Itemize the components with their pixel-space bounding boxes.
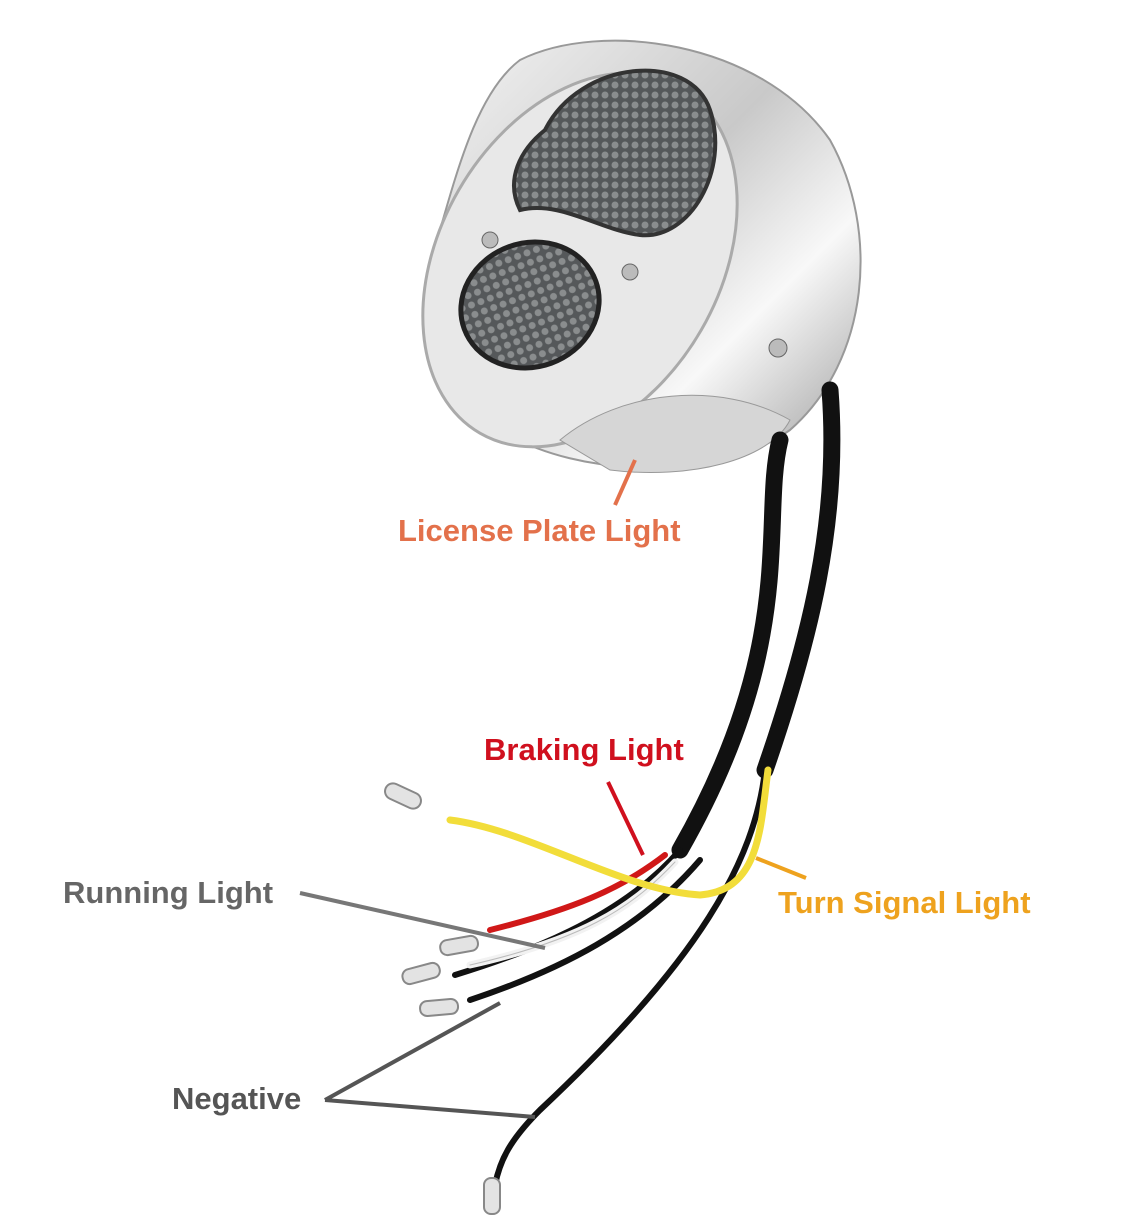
braking-label: Braking Light: [484, 732, 684, 767]
bullet-connectors: [384, 782, 501, 1215]
running-lens: [458, 239, 602, 371]
brake-lens: [512, 68, 718, 238]
license-plate-leader: [613, 459, 637, 506]
negative-label: Negative: [172, 1081, 301, 1116]
braking-leader: [606, 781, 645, 856]
turn-signal-leader: [755, 856, 807, 880]
wires: [446, 766, 772, 969]
negative-leader-1: [324, 1001, 501, 1102]
screw-icon: [481, 231, 499, 249]
cables: [452, 381, 841, 1188]
license-plate-lens: [559, 394, 791, 473]
license-plate-label: License Plate Light: [398, 513, 681, 548]
running-leader: [299, 891, 546, 950]
running-label: Running Light: [63, 875, 273, 910]
screw-icon: [768, 338, 788, 358]
negative-leader-2: [324, 1098, 536, 1119]
screw-icon: [621, 263, 639, 281]
tail-light-housing: [421, 39, 862, 473]
turn-signal-label: Turn Signal Light: [778, 885, 1031, 920]
